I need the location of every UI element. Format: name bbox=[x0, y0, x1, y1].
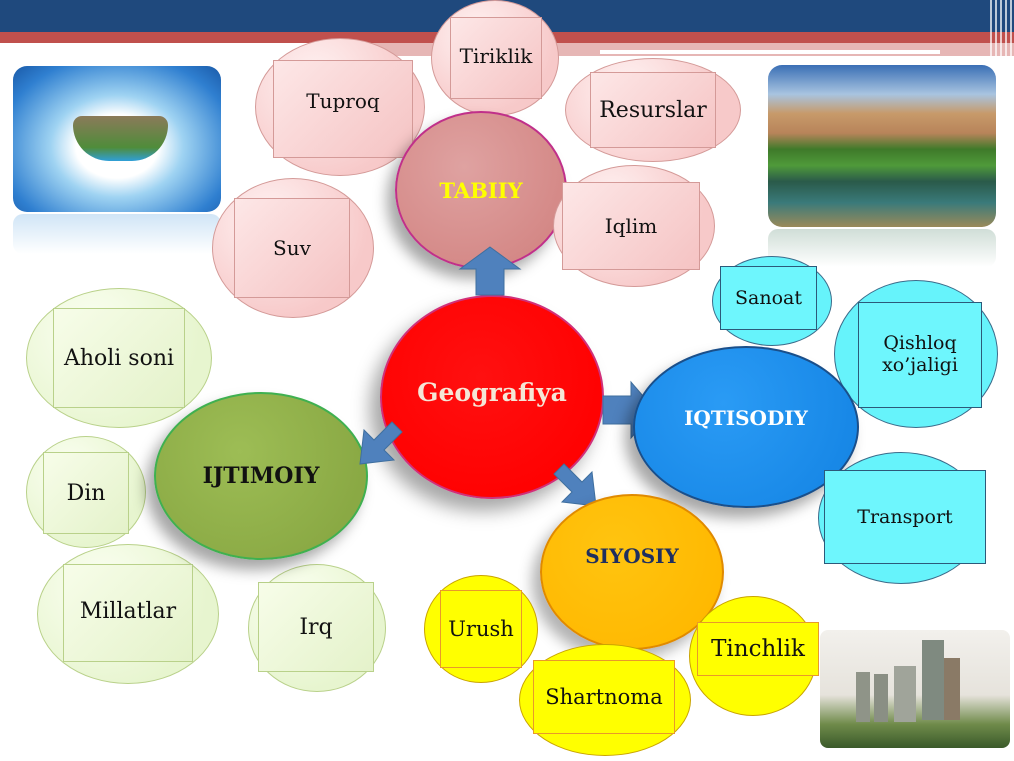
tinchlik-node[interactable]: Tinchlik bbox=[697, 622, 819, 676]
tower bbox=[856, 672, 870, 722]
tuproq-label: Tuproq bbox=[306, 89, 380, 113]
iqtisodiy-ellipse[interactable] bbox=[633, 346, 859, 508]
resurslar-label: Resurslar bbox=[599, 97, 707, 123]
tower bbox=[922, 640, 944, 720]
transport-label: Transport bbox=[857, 506, 953, 528]
tinchlik-label: Tinchlik bbox=[711, 636, 805, 662]
shartnoma-label: Shartnoma bbox=[545, 685, 663, 709]
siyosiy-label: SIYOSIY bbox=[585, 544, 679, 568]
sanoat-label: Sanoat bbox=[735, 287, 802, 309]
header-stripes bbox=[990, 0, 1014, 68]
arrow-down-right-icon bbox=[553, 463, 597, 507]
qishloq-xojaligi-node[interactable]: Qishloq xo’jaligi bbox=[858, 302, 982, 408]
tiriklik-node[interactable]: Tiriklik bbox=[450, 17, 542, 99]
tower bbox=[944, 658, 960, 720]
iqlim-node[interactable]: Iqlim bbox=[562, 182, 700, 270]
tiriklik-label: Tiriklik bbox=[459, 44, 533, 68]
landmarks-reflection bbox=[13, 214, 221, 254]
ijtimoiy-label: IJTIMOIY bbox=[202, 463, 320, 489]
aholi-soni-node[interactable]: Aholi soni bbox=[53, 308, 185, 408]
suv-node[interactable]: Suv bbox=[234, 198, 350, 298]
tabiiy-label: TABIIY bbox=[439, 177, 523, 203]
siyosiy-circle[interactable] bbox=[540, 494, 724, 650]
resurslar-node[interactable]: Resurslar bbox=[590, 72, 716, 148]
tower bbox=[894, 666, 916, 722]
urush-label: Urush bbox=[448, 617, 514, 641]
tower bbox=[874, 674, 888, 722]
sanoat-node[interactable]: Sanoat bbox=[720, 266, 817, 330]
ijtimoiy-circle[interactable] bbox=[154, 392, 368, 560]
suv-label: Suv bbox=[273, 236, 311, 260]
world-landmarks-image bbox=[13, 66, 221, 212]
din-node[interactable]: Din bbox=[43, 452, 129, 534]
geografiya-circle[interactable] bbox=[380, 295, 604, 499]
geografiya-label: Geografiya bbox=[417, 377, 567, 407]
tuproq-node[interactable]: Tuproq bbox=[273, 60, 413, 158]
mountain-lake-image bbox=[768, 65, 996, 227]
aholi-soni-label: Aholi soni bbox=[63, 345, 175, 371]
city-skyline-image bbox=[820, 630, 1010, 748]
din-label: Din bbox=[66, 480, 106, 506]
urush-node[interactable]: Urush bbox=[440, 590, 522, 668]
qishloq-xojaligi-label: Qishloq xo’jaligi bbox=[882, 332, 958, 376]
iqtisodiy-label: IQTISODIY bbox=[684, 406, 808, 430]
arrow-down-left-icon bbox=[359, 421, 403, 465]
millatlar-label: Millatlar bbox=[79, 599, 177, 624]
irq-node[interactable]: Irq bbox=[258, 582, 374, 672]
header-line bbox=[600, 50, 940, 54]
shartnoma-node[interactable]: Shartnoma bbox=[533, 660, 675, 734]
irq-label: Irq bbox=[299, 614, 333, 640]
millatlar-node[interactable]: Millatlar bbox=[63, 564, 193, 662]
lake-reflection bbox=[768, 229, 996, 267]
transport-node[interactable]: Transport bbox=[824, 470, 986, 564]
arrow-up-icon bbox=[458, 246, 522, 296]
iqlim-label: Iqlim bbox=[604, 214, 658, 238]
landmarks-island bbox=[73, 116, 168, 161]
